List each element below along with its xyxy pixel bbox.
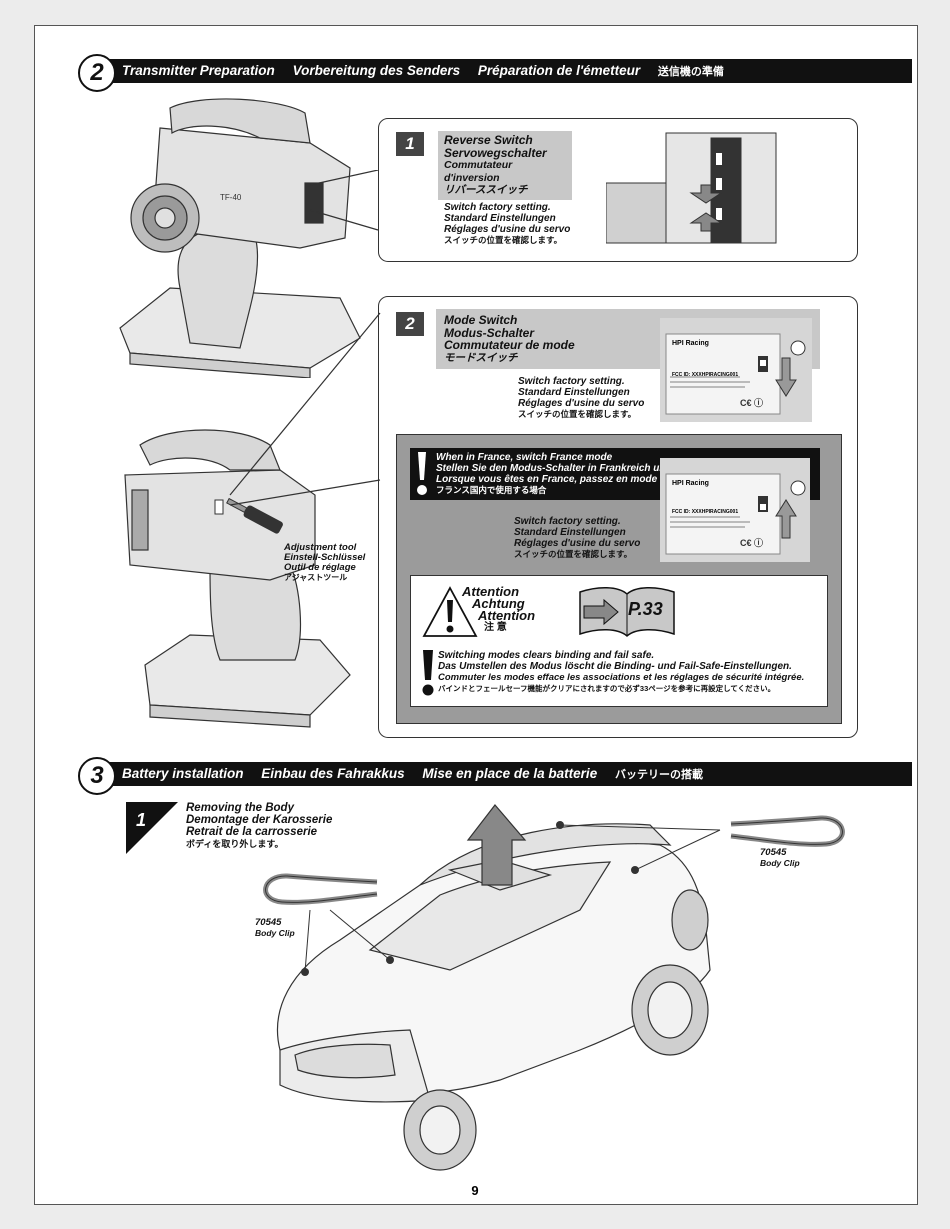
tool-label-en: Adjustment tool	[284, 542, 357, 553]
france-note-de: Standard Einstellungen	[514, 527, 626, 538]
step-1-badge: 1	[396, 132, 424, 156]
attention-text: Switching modes clears binding and fail …	[438, 650, 804, 694]
mode-switch-note: Switch factory setting. Standard Einstel…	[518, 376, 644, 420]
clip-left-part-number: 70545	[255, 917, 282, 928]
exclamation-icon-attention	[422, 650, 434, 696]
section-2-title-en: Transmitter Preparation	[122, 63, 275, 78]
warning-triangle-icon	[422, 586, 478, 637]
body-clip-icon-right	[730, 815, 845, 847]
mode-plate-brand: HPI Racing	[672, 340, 709, 347]
removing-body-fr: Retrait de la carrosserie	[186, 826, 318, 838]
exclamation-icon	[417, 452, 427, 495]
svg-text:TF-40: TF-40	[220, 193, 242, 202]
section-2-title-fr: Préparation de l'émetteur	[477, 63, 641, 78]
france-switch-closeup: C€ ⓘ	[660, 458, 810, 562]
france-line-de: Stellen Sie den Modus-Schalter in Frankr…	[436, 463, 672, 474]
mode-switch-title-en: Mode Switch	[444, 313, 518, 327]
body-clip-label-right: 70545 Body Clip	[760, 847, 800, 869]
mode-note-en: Switch factory setting.	[518, 376, 625, 387]
reverse-switch-title-de: Servowegschalter	[444, 145, 547, 160]
page-number: 9	[471, 1183, 479, 1198]
removing-body-en: Removing the Body	[186, 802, 294, 814]
transmitter-front-illustration: TF-40	[119, 98, 361, 378]
section-3-title-de: Einbau des Fahrakkus	[261, 766, 405, 781]
attention-line-en: Switching modes clears binding and fail …	[438, 650, 655, 661]
reverse-switch-closeup	[606, 132, 777, 244]
france-note-fr: Réglages d'usine du servo	[514, 538, 641, 549]
tool-label-de: Einstell-Schlüssel	[284, 552, 366, 563]
reverse-switch-title-jp: リバーススイッチ	[444, 184, 528, 196]
reverse-note-en: Switch factory setting.	[444, 202, 551, 213]
reverse-switch-note: Switch factory setting. Standard Einstel…	[444, 202, 570, 246]
manual-page-reference-icon	[579, 587, 675, 638]
reverse-note-jp: スイッチの位置を確認します。	[444, 235, 563, 245]
section-3-title-fr: Mise en place de la batterie	[422, 766, 598, 781]
mode-note-de: Standard Einstellungen	[518, 387, 630, 398]
mode-plate-fcc: FCC ID: XXXHPIRACING001	[672, 372, 739, 378]
clip-right-part-number: 70545	[760, 847, 787, 858]
removing-body-title: Removing the Body Demontage der Karosser…	[186, 802, 332, 850]
step-3-1-number: 1	[136, 810, 147, 830]
attention-en: Attention	[462, 584, 520, 599]
mode-switch-title-fr: Commutateur de mode	[444, 338, 575, 352]
clip-right-name: Body Clip	[760, 858, 800, 868]
transmitter-back-illustration	[124, 429, 351, 728]
callout-lines-bottom	[229, 312, 381, 506]
attention-line-fr: Commuter les modes efface les associatio…	[438, 672, 805, 683]
attention-de: Achtung	[472, 596, 525, 611]
mode-note-fr: Réglages d'usine du servo	[518, 398, 645, 409]
attention-words: Attention Achtung Attention 注 意	[462, 584, 536, 634]
attention-jp: 注 意	[484, 622, 507, 633]
step-2-badge: 2	[396, 312, 424, 336]
section-number-3: 3	[78, 757, 116, 795]
body-clip-label-left: 70545 Body Clip	[255, 917, 295, 939]
tool-label-fr: Outil de réglage	[284, 562, 356, 573]
section-number-2: 2	[78, 54, 116, 92]
france-line-en: When in France, switch France mode	[436, 452, 613, 463]
reverse-switch-title: Reverse Switch Servowegschalter Commutat…	[438, 131, 572, 200]
section-2-title-de: Vorbereitung des Senders	[292, 63, 461, 78]
removing-body-jp: ボディを取り外します。	[186, 839, 284, 849]
clip-left-name: Body Clip	[255, 928, 295, 938]
france-line-jp: フランス国内で使用する場合	[436, 485, 547, 495]
page-reference: P.33	[628, 599, 663, 619]
reverse-note-de: Standard Einstellungen	[444, 213, 556, 224]
removing-body-de: Demontage der Karosserie	[186, 814, 333, 826]
adjustment-tool-label: Adjustment tool Einstell-Schlüssel Outil…	[284, 543, 365, 583]
mode-switch-title: Mode Switch Modus-Schalter Commutateur d…	[438, 311, 581, 367]
france-plate-brand: HPI Racing	[672, 480, 709, 487]
france-note-jp: スイッチの位置を確認します。	[514, 549, 633, 559]
france-plate-fcc: FCC ID: XXXHPIRACING001	[672, 509, 739, 515]
mode-switch-closeup: C€ ⓘ	[660, 318, 812, 422]
section-3-header: Battery installation Einbau des Fahrakku…	[86, 762, 912, 786]
france-line-fr: Lorsque vous êtes en France, passez en m…	[436, 474, 693, 485]
section-3-title-jp: バッテリーの搭載	[614, 769, 703, 781]
mode-switch-title-de: Modus-Schalter	[444, 325, 535, 340]
mode-switch-title-jp: モードスイッチ	[444, 351, 518, 364]
svg-text:C€ ⓘ: C€ ⓘ	[740, 537, 763, 548]
attention-line-jp: バインドとフェールセーフ機能がクリアにされますので必ず33ページを参考に再設定し…	[438, 684, 776, 693]
section-2-header: Transmitter Preparation Vorbereitung des…	[86, 59, 912, 83]
mode-note-jp: スイッチの位置を確認します。	[518, 409, 637, 419]
reverse-note-fr: Réglages d'usine du servo	[444, 224, 571, 235]
attention-line-de: Das Umstellen des Modus löscht die Bindi…	[438, 661, 792, 672]
france-note-en: Switch factory setting.	[514, 516, 621, 527]
reverse-switch-title-fr: Commutateur d'inversion	[444, 159, 513, 184]
svg-text:C€ ⓘ: C€ ⓘ	[740, 397, 763, 408]
tool-label-jp: アジャストツール	[284, 573, 348, 582]
france-switch-note: Switch factory setting. Standard Einstel…	[514, 516, 640, 560]
section-3-title-en: Battery installation	[122, 766, 244, 781]
step-triangle-badge	[126, 802, 178, 854]
callout-lines-top	[309, 170, 379, 231]
attention-fr: Attention	[478, 608, 536, 623]
section-2-title-jp: 送信機の準備	[657, 66, 724, 78]
body-clip-icon-left	[263, 873, 378, 905]
car-body-illustration	[276, 804, 721, 1171]
reverse-switch-title-en: Reverse Switch	[444, 133, 533, 147]
